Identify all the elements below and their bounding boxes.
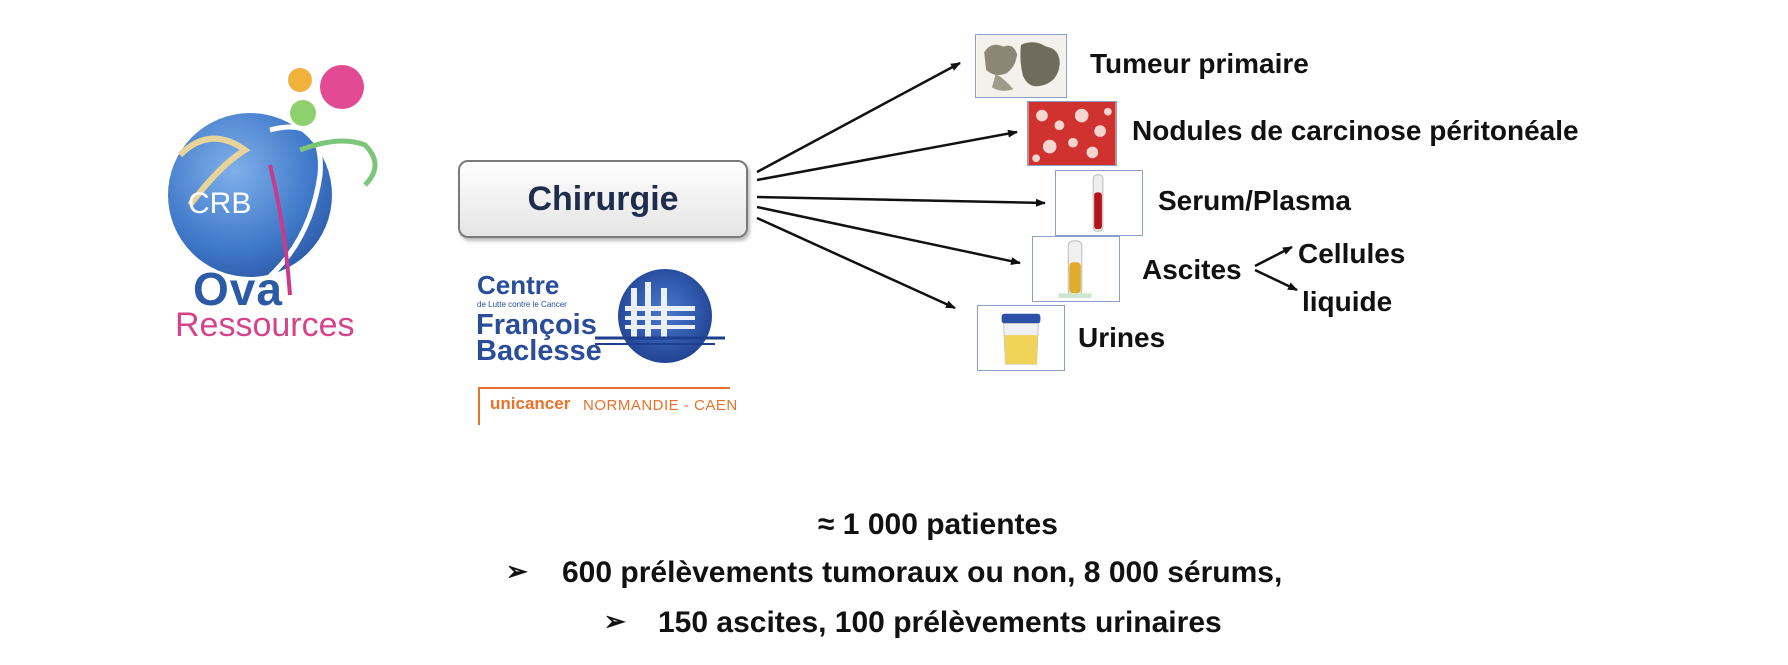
summary-line-1: 600 prélèvements tumoraux ou non, 8 000 … [562, 556, 1283, 589]
baclesse-name-text: Baclesse [476, 335, 602, 367]
crb-logo-text: CRB [188, 187, 252, 220]
ascites-tube-image [1032, 236, 1120, 302]
arrow-to-ascites [756, 205, 1021, 266]
unicancer-frame [478, 387, 730, 425]
arrow-to-liquide [1254, 268, 1298, 292]
bullet-arrow-icon: ➢ [604, 606, 626, 636]
label-ascites: Ascites [1142, 254, 1242, 285]
chirurgie-box: Chirurgie [458, 160, 748, 238]
ova-logo-text: Ova [193, 263, 283, 315]
arrow-to-urines [756, 216, 956, 310]
serum-tube-image [1055, 170, 1143, 236]
label-urines: Urines [1078, 322, 1166, 353]
nodules-image [1027, 101, 1117, 166]
arrow-to-nodules [756, 129, 1018, 182]
summary-line-2: 150 ascites, 100 prélèvements urinaires [658, 606, 1222, 639]
urines-cup-image [977, 305, 1065, 371]
bullet-arrow-icon: ➢ [506, 556, 528, 586]
summary-patientes: ≈ 1 000 patientes [818, 508, 1058, 541]
label-nodules-carcinose: Nodules de carcinose péritonéale [1132, 115, 1579, 146]
baclesse-francois-text: François [476, 309, 597, 341]
label-liquide: liquide [1302, 286, 1393, 317]
label-cellules: Cellules [1298, 238, 1406, 269]
baclesse-centre-text: Centre [477, 270, 560, 300]
arrow-to-serum [756, 195, 1046, 207]
baclesse-building-logo [595, 269, 725, 363]
baclesse-lutte-text: de Lutte contre le Cancer [477, 300, 567, 309]
unicancer-text: unicancer [490, 394, 571, 413]
arrow-to-tumeur [756, 61, 961, 174]
ressources-logo-text: Ressources [175, 306, 355, 344]
arrow-to-cellules [1254, 245, 1293, 268]
label-tumeur-primaire: Tumeur primaire [1090, 48, 1309, 79]
normandie-caen-text: NORMANDIE - CAEN [583, 397, 738, 414]
label-serum-plasma: Serum/Plasma [1158, 185, 1351, 216]
tumeur-image [975, 34, 1067, 98]
crb-ovaressources-logo [168, 65, 378, 296]
